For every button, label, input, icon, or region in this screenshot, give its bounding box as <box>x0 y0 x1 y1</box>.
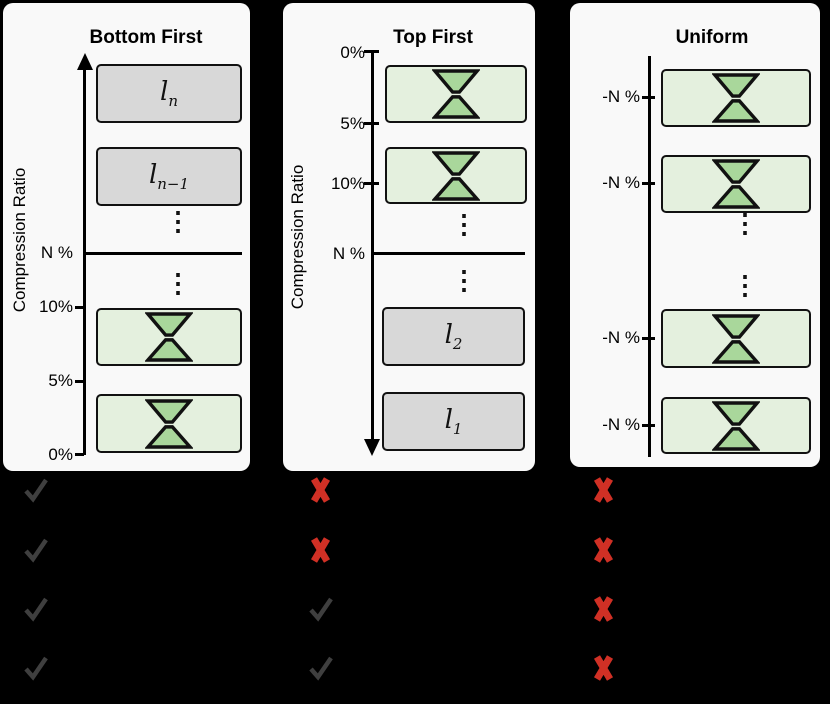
layer-label: ln−1 <box>149 160 189 193</box>
layer-label: l2 <box>445 320 463 353</box>
tick-10 <box>364 182 379 185</box>
hourglass-compress-icon <box>712 73 760 123</box>
tick-label-n: N % <box>332 244 365 263</box>
check-icon <box>309 656 333 681</box>
ellipsis-dots: ⋮ <box>451 209 477 239</box>
cross-icon <box>310 477 331 503</box>
cross-icon <box>593 596 614 622</box>
mark-row4-uniform <box>590 654 618 682</box>
tick-label-minus-n: -N % <box>602 173 640 192</box>
compressed-layer-block <box>96 308 242 366</box>
tick-10 <box>75 306 84 309</box>
tick-label-5: 5% <box>340 114 365 133</box>
hourglass-compress-icon <box>432 69 480 119</box>
hourglass-compress-icon <box>432 150 480 201</box>
layer-block-l2: l2 <box>382 307 525 366</box>
tick-0 <box>364 50 379 53</box>
mark-row3-uniform <box>590 595 618 623</box>
compressed-layer-block <box>661 155 811 213</box>
layer-subscript: n <box>168 92 178 111</box>
hourglass-compress-icon <box>712 159 760 209</box>
axis-arrow-down-icon <box>364 439 380 456</box>
ellipsis-dots: ⋮ <box>732 270 758 300</box>
mark-row4-top-first <box>307 654 335 682</box>
panel-bottom-first: Bottom First Compression Ratio 0% 5% 10%… <box>3 3 250 471</box>
panel-title: Top First <box>393 26 473 48</box>
check-icon <box>24 597 48 622</box>
ellipsis-dots: ⋮ <box>451 265 477 295</box>
layer-label: l1 <box>445 405 463 438</box>
compressed-layer-block <box>385 147 527 204</box>
hourglass-compress-icon <box>712 400 760 451</box>
panel-title: Bottom First <box>89 26 203 48</box>
hourglass-compress-icon <box>145 312 193 362</box>
ellipsis-dots: ⋮ <box>165 206 191 236</box>
compressed-layer-block <box>661 397 811 454</box>
tick-label-5: 5% <box>48 371 73 390</box>
mark-row3-bottom-first <box>22 595 50 623</box>
tick-minus-n <box>642 337 655 340</box>
check-icon <box>309 597 333 622</box>
compressed-layer-block <box>96 394 242 453</box>
tick-label-minus-n: -N % <box>602 415 640 434</box>
panel-title: Uniform <box>675 26 749 48</box>
layer-block-ln-1: ln−1 <box>96 147 242 206</box>
layer-subscript: 1 <box>452 420 463 439</box>
tick-minus-n <box>642 424 655 427</box>
compressed-layer-block <box>385 65 527 123</box>
tick-5 <box>364 122 379 125</box>
layer-subscript: n−1 <box>157 175 190 194</box>
mark-row2-top-first <box>307 536 335 564</box>
layer-symbol: l <box>160 76 169 107</box>
cross-icon <box>593 477 614 503</box>
check-icon <box>24 656 48 681</box>
mark-row1-uniform <box>590 476 618 504</box>
threshold-line-n <box>84 252 242 255</box>
y-axis-line <box>648 56 651 457</box>
layer-block-ln: ln <box>96 64 242 123</box>
tick-label-0: 0% <box>48 445 73 464</box>
tick-label-10: 10% <box>38 297 73 316</box>
mark-row1-top-first <box>307 476 335 504</box>
threshold-line-n <box>372 252 525 255</box>
hourglass-compress-icon <box>712 313 760 364</box>
mark-row1-bottom-first <box>22 476 50 504</box>
tick-minus-n <box>642 96 655 99</box>
cross-icon <box>593 537 614 563</box>
cross-icon <box>310 537 331 563</box>
check-icon <box>24 538 48 563</box>
mark-row2-bottom-first <box>22 536 50 564</box>
ellipsis-dots: ⋮ <box>165 268 191 298</box>
tick-label-0: 0% <box>340 43 365 62</box>
y-axis-line <box>371 50 374 440</box>
hourglass-compress-icon <box>145 398 193 449</box>
layer-label: ln <box>160 77 178 110</box>
check-icon <box>24 478 48 503</box>
layer-block-l1: l1 <box>382 392 525 451</box>
layer-symbol: l <box>444 404 453 435</box>
tick-5 <box>75 380 84 383</box>
tick-label-minus-n: -N % <box>602 87 640 106</box>
tick-label-10: 10% <box>330 174 365 193</box>
tick-minus-n <box>642 182 655 185</box>
ellipsis-dots: ⋮ <box>732 208 758 238</box>
tick-label-minus-n: -N % <box>602 328 640 347</box>
mark-row2-uniform <box>590 536 618 564</box>
axis-arrow-up-icon <box>77 53 93 70</box>
mark-row3-top-first <box>307 595 335 623</box>
mark-row4-bottom-first <box>22 654 50 682</box>
layer-symbol: l <box>444 319 453 350</box>
cross-icon <box>593 655 614 681</box>
tick-0 <box>75 453 84 456</box>
compressed-layer-block <box>661 309 811 368</box>
tick-label-n: N % <box>40 243 73 262</box>
layer-subscript: 2 <box>452 335 463 354</box>
panel-top-first: Top First Compression Ratio 0% 5% 10% N … <box>283 3 535 471</box>
panel-uniform: Uniform -N % -N % -N % -N % ⋮ ⋮ <box>570 3 820 467</box>
compressed-layer-block <box>661 69 811 127</box>
y-axis-line <box>83 67 86 455</box>
layer-symbol: l <box>148 159 158 190</box>
